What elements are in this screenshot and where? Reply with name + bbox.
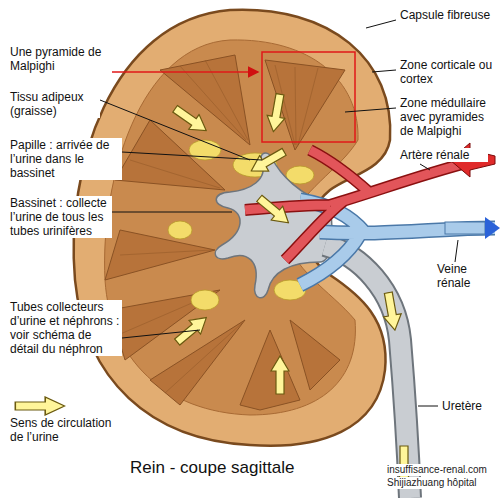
part-label: Artère rénale	[398, 148, 488, 162]
part-label: Tissu adipeux (graisse)	[8, 90, 100, 118]
part-label: Tubes collecteurs d’urine et néphrons : …	[8, 300, 122, 356]
watermark: insuffisance-renal.com	[386, 464, 488, 476]
part-label: Capsule fibreuse	[398, 8, 494, 22]
part-label: Bassinet : collecte l’urine de tous les …	[8, 196, 112, 238]
watermark: Shijiazhuang hôpital	[386, 477, 478, 489]
part-label: Uretère	[440, 399, 500, 413]
legend-text: Sens de circulation de l’urine	[8, 416, 120, 444]
part-label: Une pyramide de Malpighi	[8, 45, 112, 73]
part-label: Zone corticale ou cortex	[398, 58, 498, 86]
diagram-title: Rein - coupe sagittale	[130, 458, 294, 478]
part-label: Veine rénale	[435, 262, 501, 290]
legend-arrow	[15, 397, 64, 415]
part-label: Zone médullaire avec pyramides de Malpig…	[398, 96, 500, 138]
part-label: Papille : arrivée de l’urine dans le bas…	[8, 138, 122, 180]
